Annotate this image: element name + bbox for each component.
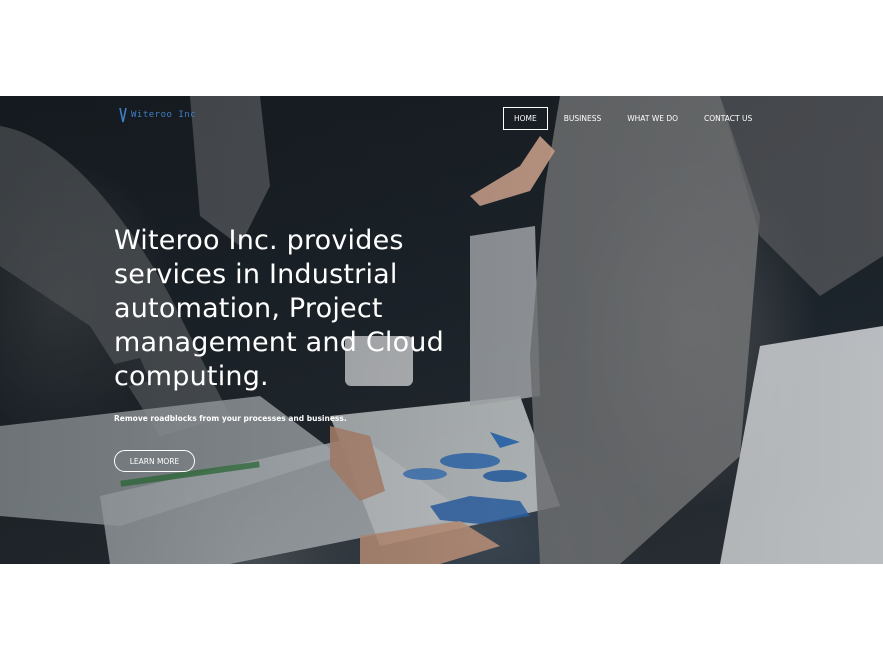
nav-item-what-we-do[interactable]: WHAT WE DO	[627, 114, 679, 123]
hero-headline: Witeroo Inc. provides services in Indust…	[114, 225, 444, 392]
hero-overlay	[0, 96, 883, 564]
brand-logo[interactable]: Witeroo Inc	[118, 106, 196, 124]
brand-name: Witeroo Inc	[131, 110, 197, 120]
nav-item-contact-us[interactable]: CONTACT US	[704, 114, 753, 123]
hero-subline: Remove roadblocks from your processes an…	[114, 414, 347, 423]
learn-more-button[interactable]: LEARN MORE	[114, 450, 195, 472]
logo-icon	[119, 107, 127, 123]
hero-background-photo	[0, 96, 883, 564]
nav-item-business[interactable]: BUSINESS	[563, 114, 602, 123]
main-navigation: HOME BUSINESS WHAT WE DO CONTACT US	[503, 107, 768, 130]
hero-banner	[0, 96, 883, 564]
nav-item-home[interactable]: HOME	[503, 107, 548, 130]
